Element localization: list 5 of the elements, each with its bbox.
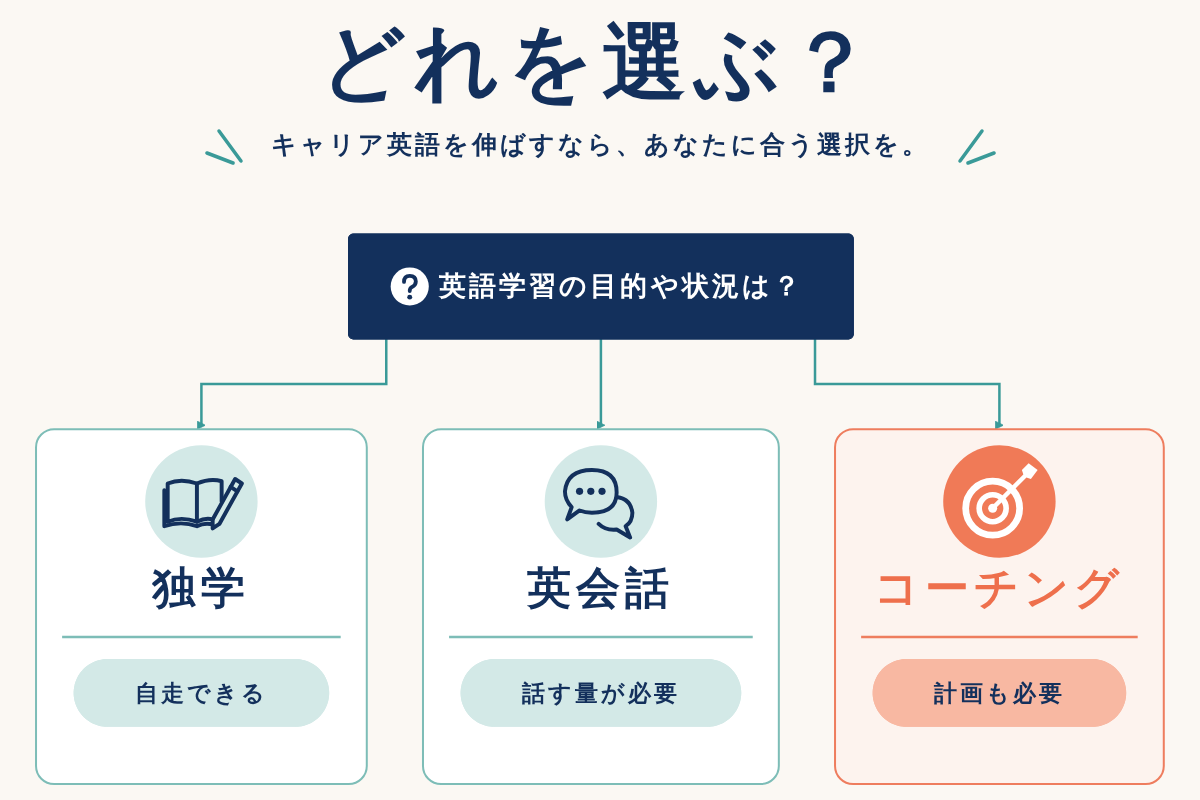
subtitle: キャリア英語を伸ばすなら、あなたに合う選択を。	[270, 129, 930, 162]
arrow	[596, 338, 606, 430]
title: どれを選ぶ？	[320, 14, 880, 111]
arrow	[813, 338, 1004, 430]
arrow	[197, 338, 388, 430]
